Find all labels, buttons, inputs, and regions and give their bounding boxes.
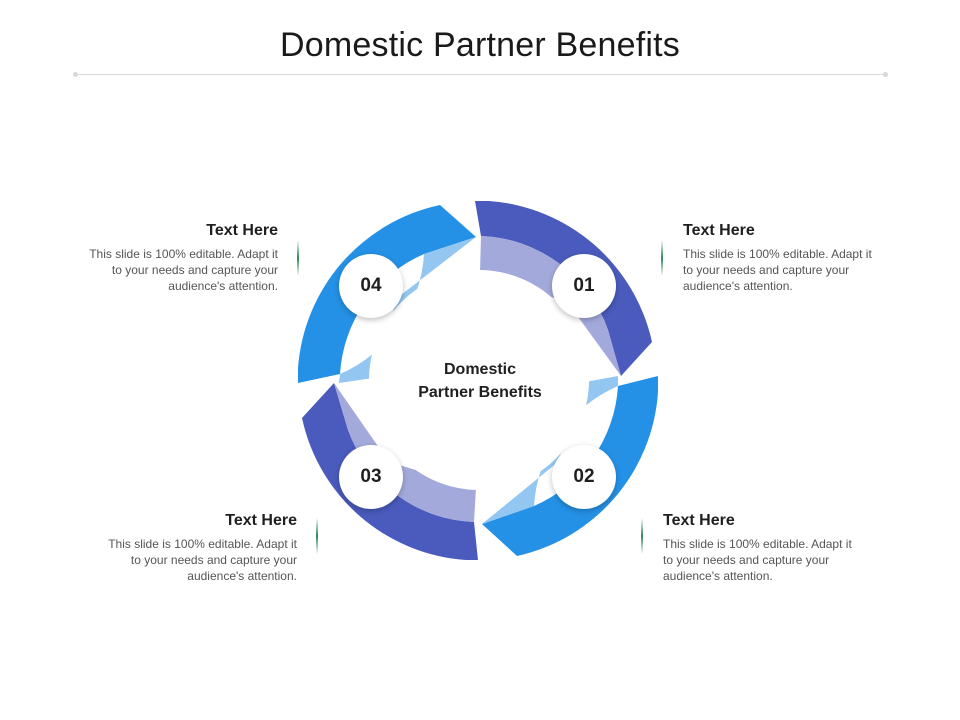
text-block-02-heading: Text Here — [663, 512, 735, 529]
center-label: Domestic Partner Benefits — [395, 358, 565, 404]
segment-03-outer — [302, 383, 478, 560]
text-block-03: Text Here This slide is 100% editable. A… — [97, 512, 297, 584]
text-block-02: Text Here This slide is 100% editable. A… — [663, 512, 863, 584]
text-block-02-body: This slide is 100% editable. Adapt it to… — [663, 537, 852, 583]
segment-01-inner — [480, 236, 621, 376]
page-title: Domestic Partner Benefits — [280, 26, 680, 64]
text-block-03-body: This slide is 100% editable. Adapt it to… — [108, 537, 297, 583]
segment-02-outer — [482, 376, 658, 556]
segment-03-inner — [334, 383, 476, 522]
segment-04-outer — [298, 205, 476, 383]
number-badge-03: 03 — [339, 445, 403, 509]
segment-01-outer — [475, 201, 652, 376]
center-circle — [369, 270, 589, 490]
text-block-01-body: This slide is 100% editable. Adapt it to… — [683, 247, 872, 293]
title-divider — [73, 72, 888, 77]
accent-line-01 — [661, 240, 663, 276]
text-block-01-heading: Text Here — [683, 222, 755, 239]
accent-line-02 — [641, 518, 643, 554]
text-block-04: Text Here This slide is 100% editable. A… — [78, 222, 278, 294]
number-badge-02: 02 — [552, 445, 616, 509]
center-label-line2: Partner Benefits — [418, 384, 542, 401]
text-block-04-body: This slide is 100% editable. Adapt it to… — [89, 247, 278, 293]
text-block-04-heading: Text Here — [206, 222, 278, 239]
text-block-01: Text Here This slide is 100% editable. A… — [683, 222, 883, 294]
number-badge-01: 01 — [552, 254, 616, 318]
number-badge-04: 04 — [339, 254, 403, 318]
accent-line-04 — [297, 240, 299, 276]
text-block-03-heading: Text Here — [225, 512, 297, 529]
center-label-line1: Domestic — [443, 361, 517, 378]
accent-line-03 — [316, 518, 318, 554]
